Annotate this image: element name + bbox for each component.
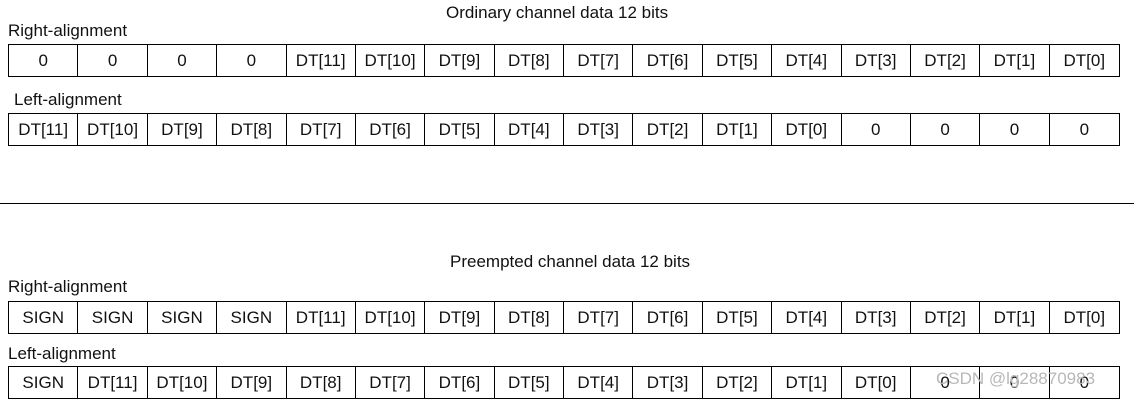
bit-cell: 0 <box>911 367 981 398</box>
bit-cell: 0 <box>1079 372 1090 392</box>
csdn-watermark: CSDN @lg28870983 <box>936 369 1096 388</box>
bit-cell: 0 <box>9 45 79 76</box>
bit-cell: DT[10] <box>148 367 218 398</box>
bit-cell: DT[1] <box>772 367 842 398</box>
bit-cell: SIGN <box>148 302 218 333</box>
bit-cell: DT[7] <box>287 114 356 145</box>
bit-cell: DT[3] <box>633 367 703 398</box>
bit-cell: 0 <box>1079 119 1090 139</box>
bit-cell: DT[1] <box>703 114 773 145</box>
ordinary-right-label: Right-alignment <box>8 21 128 40</box>
bit-cell: DT[2] <box>911 45 981 76</box>
bit-cell: DT[5] <box>495 367 564 398</box>
bit-cell: SIGN <box>9 302 79 333</box>
ordinary-left-row: DT[11]DT[10]DT[9]DT[8]DT[7]DT[6]DT[5]DT[… <box>8 113 1120 146</box>
bit-cell: DT[2] <box>633 114 703 145</box>
bit-cell: DT[11] <box>287 45 356 76</box>
preempted-title: Preempted channel data 12 bits <box>450 252 691 271</box>
bit-cell: 0 <box>148 45 218 76</box>
ordinary-left-label: Left-alignment <box>14 90 122 109</box>
bit-cell: 0 <box>842 114 911 145</box>
bit-cell: DT[9] <box>425 45 495 76</box>
ordinary-title: Ordinary channel data 12 bits <box>446 3 669 22</box>
bit-cell: 0 <box>217 45 287 76</box>
bit-cell: DT[1] <box>980 302 1050 333</box>
bit-cell: 0 <box>78 45 148 76</box>
bit-cell: SIGN <box>78 302 148 333</box>
bit-cell: DT[6] <box>633 45 703 76</box>
bit-cell: DT[5] <box>425 114 495 145</box>
bit-cell: DT[9] <box>217 367 287 398</box>
bit-cell: DT[0] <box>1063 307 1106 327</box>
bit-cell: SIGN <box>9 367 79 398</box>
bit-cell: DT[11] <box>78 367 148 398</box>
bit-cell: DT[8] <box>495 45 564 76</box>
bit-cell: DT[4] <box>772 45 842 76</box>
bit-cell: DT[2] <box>703 367 773 398</box>
bit-cell: DT[11] <box>287 302 356 333</box>
preempted-right-label: Right-alignment <box>8 277 128 296</box>
bit-cell: 0 <box>911 114 981 145</box>
bit-cell: DT[8] <box>495 302 564 333</box>
bit-cell: DT[6] <box>425 367 495 398</box>
bit-cell: DT[10] <box>356 45 426 76</box>
bit-cell: DT[10] <box>78 114 148 145</box>
bit-cell: DT[10] <box>356 302 426 333</box>
bit-cell: DT[5] <box>703 45 773 76</box>
bit-cell: DT[1] <box>980 45 1050 76</box>
bit-cell: DT[4] <box>772 302 842 333</box>
bit-cell: DT[9] <box>425 302 495 333</box>
bit-cell: DT[0] <box>1063 50 1106 70</box>
bit-cell: 0 <box>980 114 1050 145</box>
bit-cell: DT[8] <box>287 367 356 398</box>
bit-cell: DT[0] <box>842 367 911 398</box>
bit-cell: SIGN <box>217 302 287 333</box>
bit-cell: DT[7] <box>356 367 426 398</box>
bit-cell: 0 <box>980 367 1050 398</box>
bit-cell: DT[3] <box>564 114 634 145</box>
bit-cell: DT[4] <box>564 367 634 398</box>
bit-cell: DT[6] <box>356 114 426 145</box>
section-divider <box>0 203 1134 204</box>
bit-cell: DT[6] <box>633 302 703 333</box>
bit-cell: DT[8] <box>217 114 287 145</box>
bit-cell: DT[3] <box>842 302 911 333</box>
bit-cell: DT[11] <box>9 114 79 145</box>
bit-cell: DT[9] <box>148 114 218 145</box>
bit-cell: DT[3] <box>842 45 911 76</box>
bit-cell: DT[2] <box>911 302 981 333</box>
bit-cell: DT[7] <box>564 45 634 76</box>
bit-cell: DT[0] <box>772 114 842 145</box>
bit-cell: DT[7] <box>564 302 634 333</box>
bit-cell: DT[4] <box>495 114 564 145</box>
preempted-left-label: Left-alignment <box>8 344 116 363</box>
bit-cell: DT[5] <box>703 302 773 333</box>
